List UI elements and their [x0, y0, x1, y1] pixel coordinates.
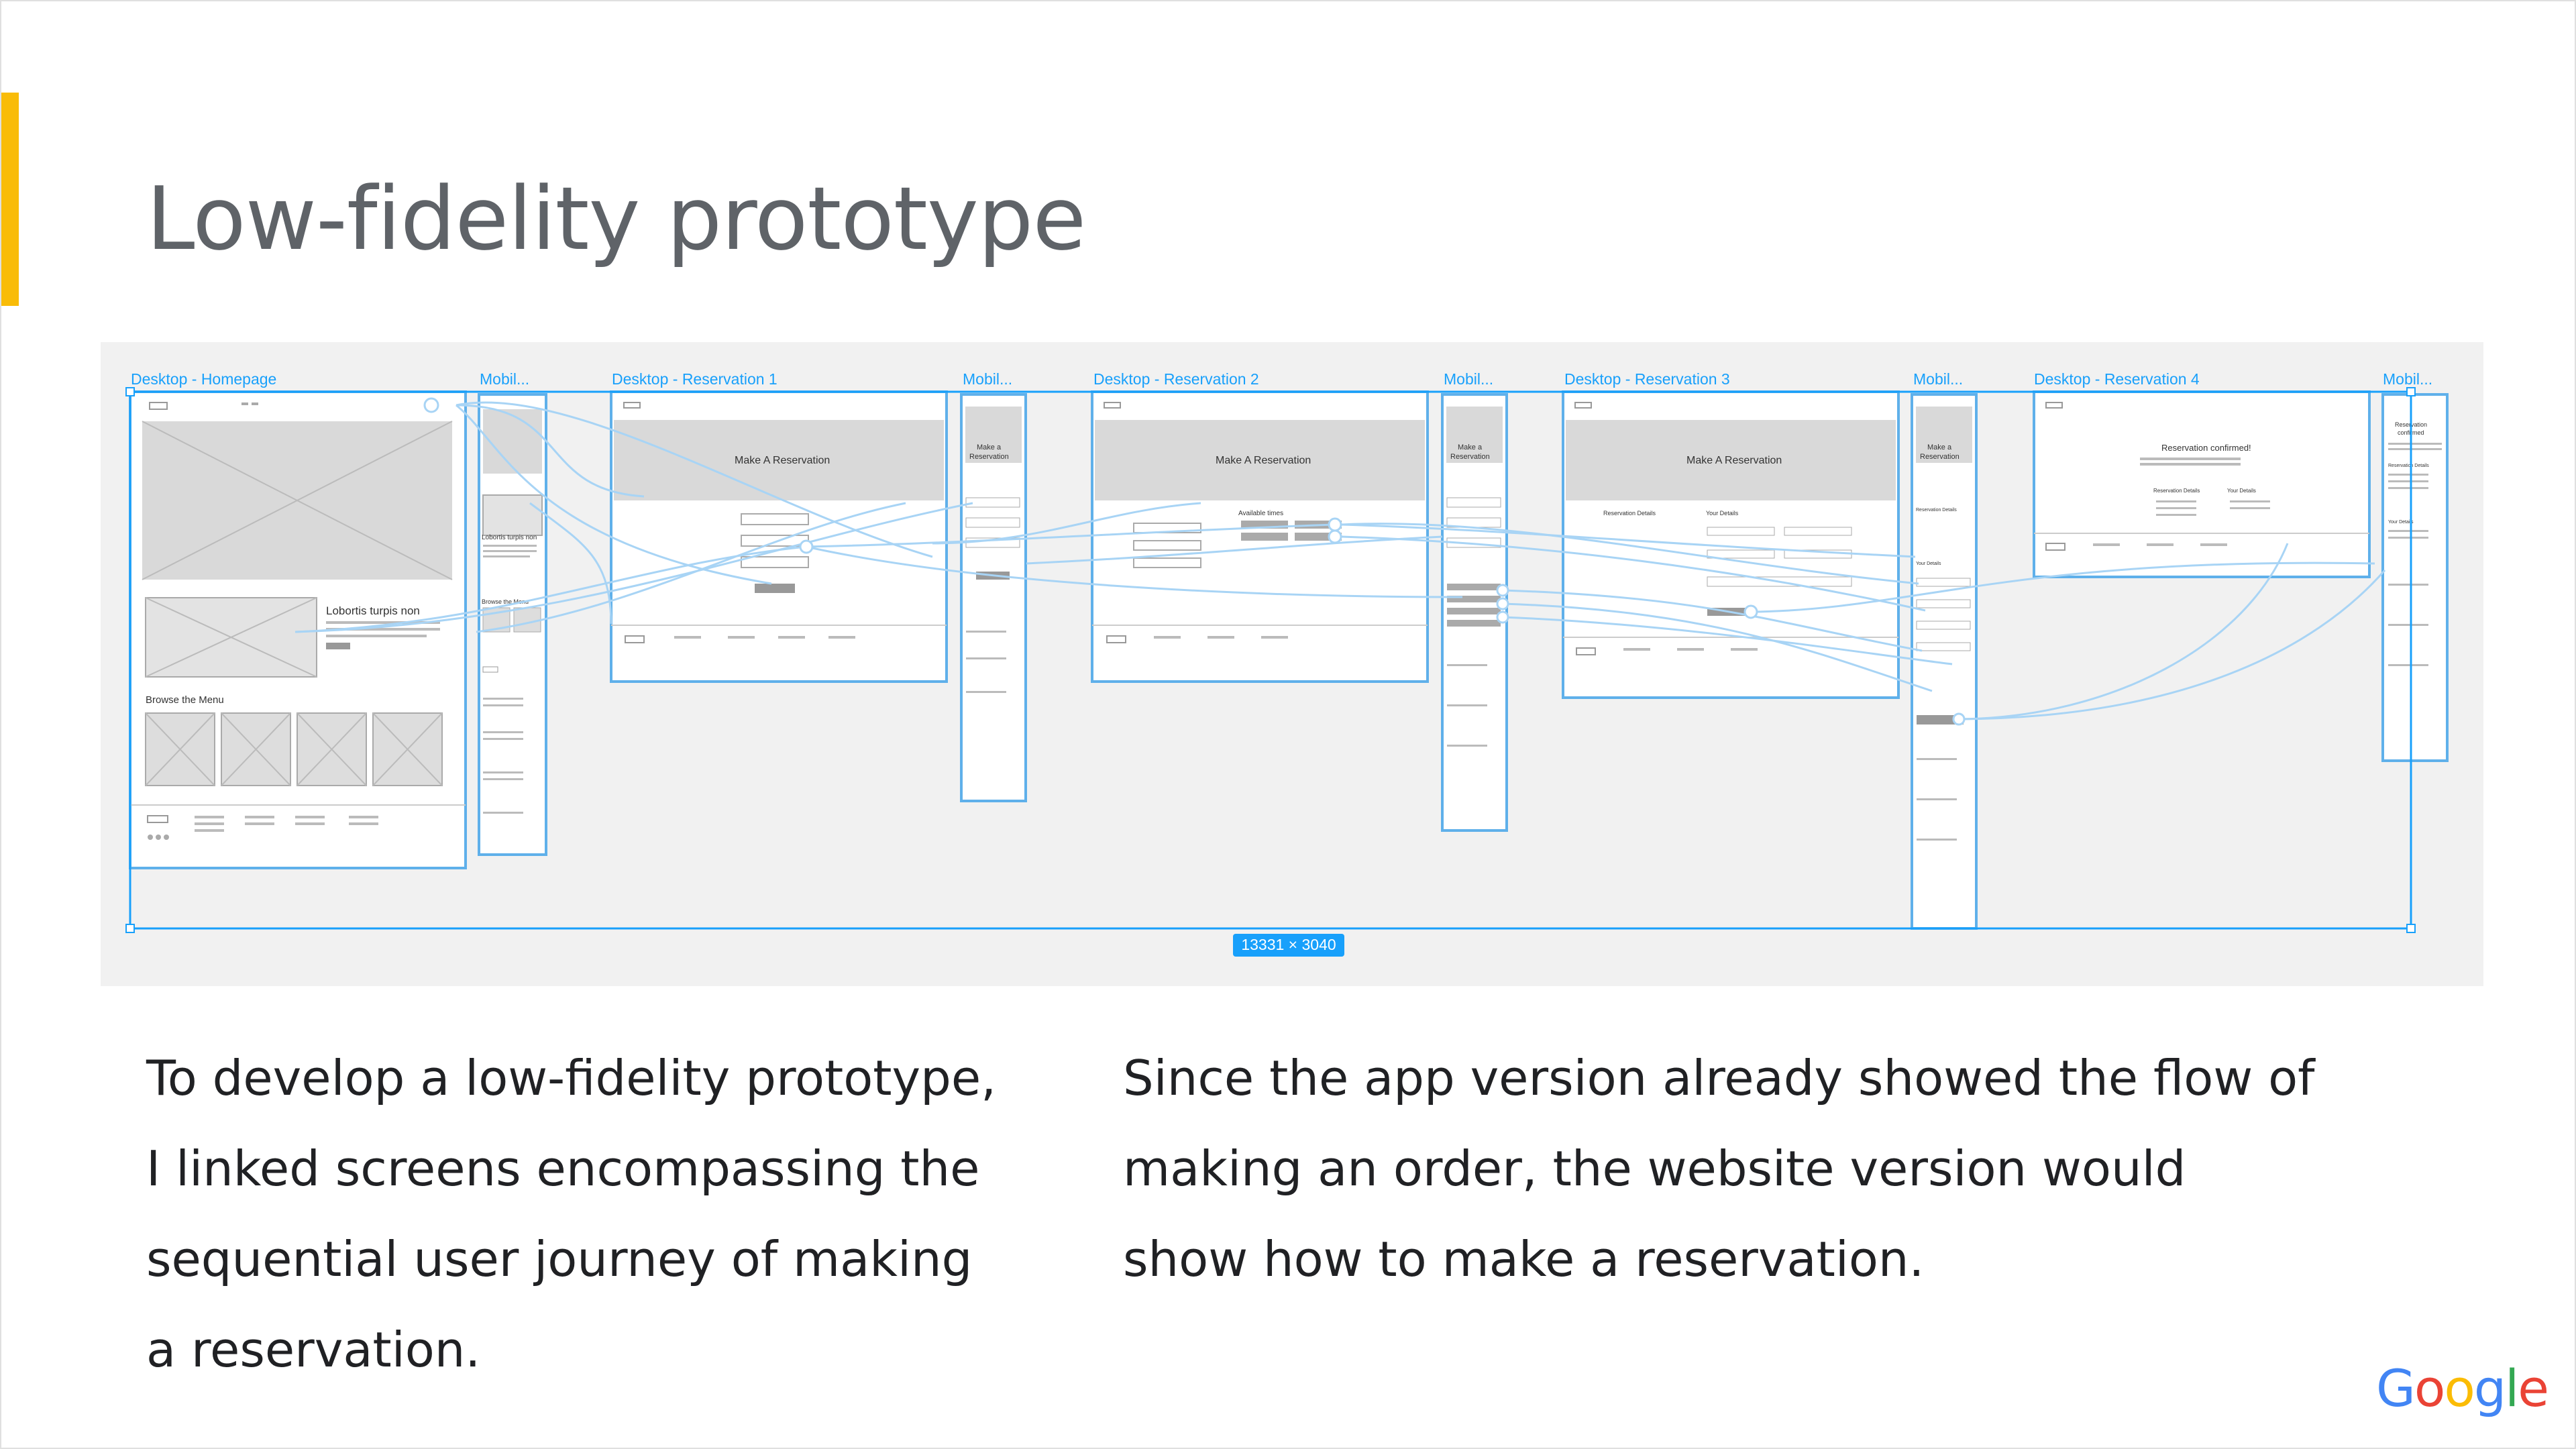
mobile-res3-your-details: Your Details [1916, 561, 1941, 566]
selection-box[interactable]: 13331 × 3040 [125, 387, 2416, 957]
accent-bar [0, 93, 19, 306]
logo-letter: g [2473, 1358, 2506, 1418]
home-hero-title: Lobortis turpis non [326, 604, 420, 617]
mobile-res2-heading-1: Make a [1458, 443, 1483, 451]
frame-mobile-reservation-4[interactable]: Reservation confirmed Reservation Detail… [2381, 393, 2449, 762]
frame-desktop-reservation-3[interactable]: Make A Reservation Reservation Details Y… [1562, 390, 1900, 699]
frame-mobile-reservation-3[interactable]: Make a Reservation Reservation Details Y… [1911, 393, 1978, 930]
left-paragraph-line: I linked screens encompassing the [146, 1140, 980, 1197]
left-paragraph-line: a reservation. [146, 1322, 481, 1378]
logo-letter: o [2414, 1358, 2445, 1418]
res4-your-details: Your Details [2227, 488, 2256, 494]
page-title: Low-fidelity prototype [146, 168, 1086, 270]
frame-label-mobile-reservation-1: Mobil... [963, 370, 1012, 388]
right-paragraph-line: show how to make a reservation. [1123, 1231, 1925, 1287]
mobile-res2-heading-2: Reservation [1450, 453, 1490, 461]
frame-desktop-homepage[interactable]: Lobortis turpis non Browse the Menu [129, 390, 467, 869]
mobile-res3-heading-1: Make a [1927, 443, 1952, 451]
frame-label-mobile-home: Mobil... [480, 370, 529, 388]
mobile-home-menu-heading: Browse the Menu [482, 598, 529, 605]
prototype-flow-diagram[interactable]: Desktop - Homepage Mobil... Desktop - Re… [101, 342, 2483, 986]
right-paragraph-line: making an order, the website version wou… [1123, 1140, 2186, 1197]
selection-size-label: 13331 × 3040 [1241, 936, 1336, 953]
google-logo: Google [2376, 1358, 2549, 1418]
mobile-res1-heading-1: Make a [977, 443, 1002, 451]
logo-letter: l [2505, 1358, 2519, 1418]
frame-label-desktop-reservation-4: Desktop - Reservation 4 [2034, 370, 2200, 388]
res2-heading: Make A Reservation [1216, 455, 1311, 466]
frame-mobile-reservation-1[interactable]: Make a Reservation [960, 393, 1027, 802]
prototype-connections [294, 401, 2386, 720]
frame-label-desktop-homepage: Desktop - Homepage [131, 370, 276, 388]
frame-label-desktop-reservation-1: Desktop - Reservation 1 [612, 370, 777, 388]
logo-letter: G [2376, 1358, 2416, 1418]
frame-mobile-home[interactable]: Lobortis turpis non Browse the Menu [478, 393, 547, 856]
mobile-res4-reservation-details: Reservation Details [2388, 464, 2429, 468]
left-paragraph: To develop a low-fidelity prototype, I l… [146, 1033, 996, 1395]
res4-reservation-details: Reservation Details [2153, 488, 2200, 494]
frame-desktop-reservation-4[interactable]: Reservation confirmed! Reservation Detai… [2033, 390, 2371, 578]
logo-letter: o [2444, 1358, 2475, 1418]
res4-confirmed-heading: Reservation confirmed! [2161, 443, 2251, 453]
frame-labels: Desktop - Homepage Mobil... Desktop - Re… [131, 370, 2432, 388]
mobile-res1-heading-2: Reservation [969, 453, 1009, 461]
frame-label-desktop-reservation-3: Desktop - Reservation 3 [1564, 370, 1730, 388]
left-paragraph-line: sequential user journey of making [146, 1231, 973, 1287]
frame-desktop-reservation-1[interactable]: Make A Reservation [610, 390, 948, 683]
right-paragraph-line: Since the app version already showed the… [1123, 1050, 2315, 1106]
right-paragraph: Since the app version already showed the… [1123, 1033, 2315, 1305]
res3-your-details: Your Details [1706, 510, 1739, 517]
logo-letter: e [2518, 1358, 2549, 1418]
frame-label-mobile-reservation-4: Mobil... [2383, 370, 2432, 388]
mobile-res4-your-details: Your Details [2388, 520, 2414, 525]
mobile-res3-heading-2: Reservation [1920, 453, 1960, 461]
frame-desktop-reservation-2[interactable]: Make A Reservation Available times [1091, 390, 1429, 683]
left-paragraph-line: To develop a low-fidelity prototype, [146, 1050, 997, 1106]
frame-label-mobile-reservation-2: Mobil... [1444, 370, 1493, 388]
res2-available-times: Available times [1238, 510, 1283, 517]
connection-handles [423, 397, 1966, 726]
home-menu-heading: Browse the Menu [146, 694, 224, 706]
frame-label-desktop-reservation-2: Desktop - Reservation 2 [1093, 370, 1259, 388]
frame-mobile-reservation-2[interactable]: Make a Reservation [1441, 393, 1508, 832]
res3-reservation-details: Reservation Details [1603, 510, 1656, 517]
prototype-canvas[interactable]: Desktop - Homepage Mobil... Desktop - Re… [101, 342, 2483, 986]
frame-label-mobile-reservation-3: Mobil... [1913, 370, 1963, 388]
mobile-res3-reservation-details: Reservation Details [1916, 508, 1957, 513]
res3-heading: Make A Reservation [1686, 455, 1782, 466]
mobile-home-heading: Lobortis turpis non [482, 534, 537, 541]
res1-heading: Make A Reservation [735, 455, 830, 466]
